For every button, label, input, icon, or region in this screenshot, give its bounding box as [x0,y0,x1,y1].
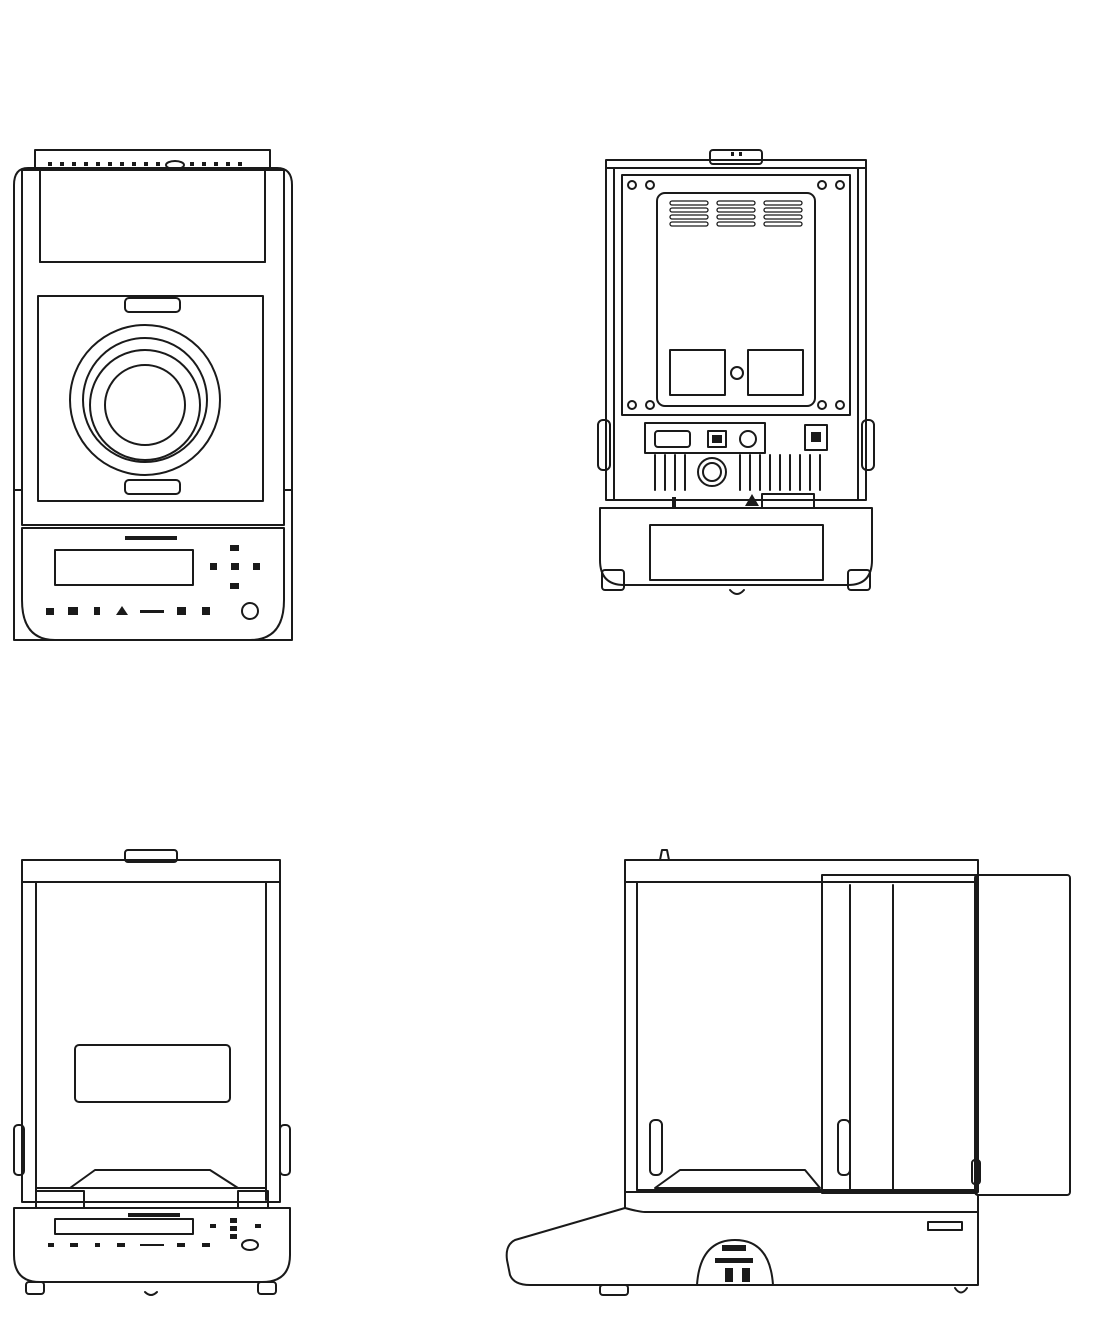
top-view-nav-keys [210,545,260,589]
rear-view-base [599,507,873,586]
front-view-left-grip [13,1124,25,1176]
rear-view-connector-panel [644,422,766,454]
top-view-front-handle [124,479,181,495]
front-view-brand-plate [128,1213,180,1217]
front-view-display [54,1218,194,1235]
front-view-top-rail [21,859,281,883]
side-view-right-handle [837,1119,851,1176]
rear-view-right-grip [861,419,875,471]
top-view-door-handle [124,297,181,313]
rear-view-label-left [669,349,726,396]
rear-view-base-plate [649,524,824,581]
rear-view-heatsink-fins [654,454,821,491]
rear-view [597,149,875,595]
rear-view-warning-symbol [745,494,759,506]
rear-view-back-panel [621,174,851,416]
rear-view-dc-jack [739,430,757,448]
front-view-right-foot [257,1281,277,1295]
side-view-top-rail [624,859,979,883]
side-view-left-handle [649,1119,663,1176]
rear-view-right-foot [847,569,871,591]
side-view-base-profile [505,1191,979,1286]
side-view-sliding-door [821,874,978,1194]
front-view-top-handle [124,849,178,863]
front-view [13,849,291,1296]
top-view-power-button [241,602,259,620]
top-view-function-keys [46,606,210,615]
rear-view-top-handle [709,149,763,165]
front-view-keys [48,1218,261,1247]
top-view-display [54,549,194,586]
top-view-brand-plate [125,536,177,540]
rear-view-left-foot [601,569,625,591]
side-view-draft-shield [624,881,979,1193]
rear-view-left-grip [597,419,611,471]
rear-view-serial-port [654,430,691,448]
side-view-level-indicator [927,1221,963,1231]
front-view-power-button [241,1239,259,1251]
rear-view-usb-port [707,430,727,448]
front-view-right-grip [279,1124,291,1176]
front-view-right-door-handle [237,1190,269,1209]
side-view-foot [599,1284,629,1296]
top-view-rear-rail [34,149,271,169]
front-view-label-window [74,1044,231,1103]
front-view-pan-base [69,1169,239,1189]
rear-view-cover-plate [656,192,816,407]
front-view-left-foot [25,1281,45,1295]
rear-view-frame [605,159,867,501]
top-view-control-panel [21,527,285,641]
top-view [13,149,293,641]
top-view-weighing-chamber [37,295,264,502]
top-view-weighing-pan [104,364,186,446]
side-view-opened-door [974,874,1071,1196]
top-view-pan-ring [69,324,221,476]
front-view-draft-shield [21,881,281,1203]
top-view-draft-shield [21,169,285,526]
rear-view-vent-slots [669,200,803,227]
front-view-left-door-handle [35,1190,85,1209]
rear-view-power-socket [804,424,828,451]
side-view-leveling-arch [696,1239,774,1286]
rear-view-label-right [747,349,804,396]
side-view-top-knob [659,849,670,861]
side-view [505,849,1071,1296]
rear-view-level-knob [697,457,727,487]
side-view-pan-base [654,1169,821,1189]
